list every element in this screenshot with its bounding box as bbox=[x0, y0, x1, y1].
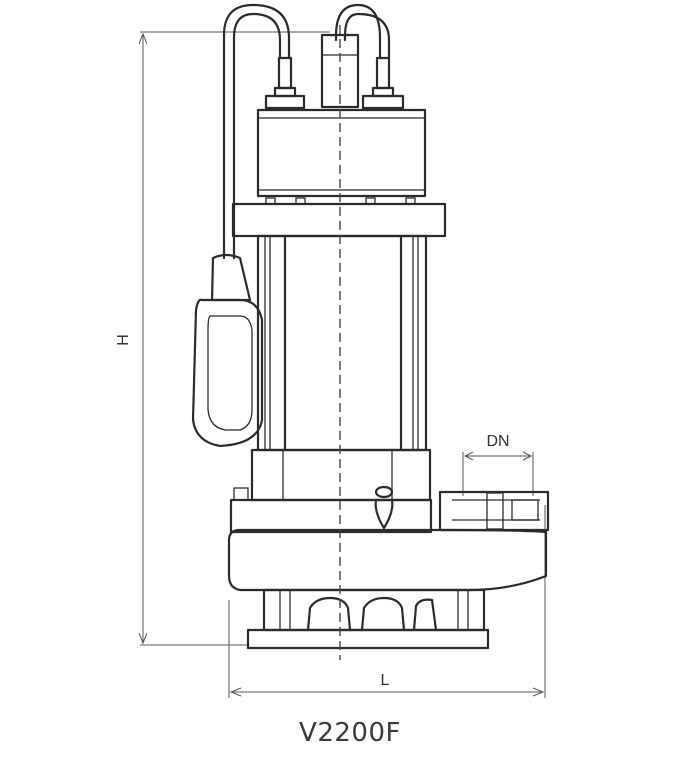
base-stand bbox=[246, 588, 490, 650]
float-switch bbox=[191, 253, 264, 448]
motor-top-cap bbox=[264, 33, 405, 110]
power-cables bbox=[222, 3, 391, 260]
volute-casing bbox=[227, 485, 550, 592]
model-name: V2200F bbox=[299, 718, 401, 748]
motor-housing bbox=[231, 108, 447, 238]
height-dimension: H bbox=[115, 31, 330, 646]
outlet-dimension: DN bbox=[462, 433, 534, 496]
length-label: L bbox=[381, 672, 390, 689]
height-label: H bbox=[115, 334, 132, 346]
outlet-label: DN bbox=[486, 433, 509, 450]
length-dimension: L bbox=[228, 505, 546, 698]
pump-body bbox=[250, 234, 432, 502]
